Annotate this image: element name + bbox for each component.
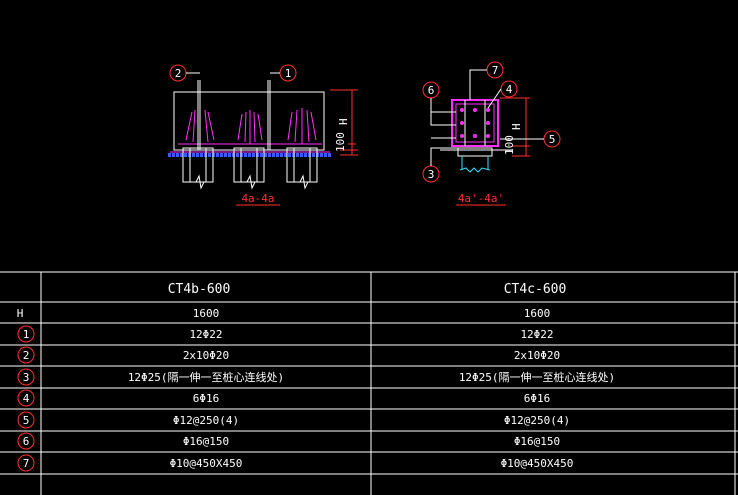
cell-ct4b-1: 12Φ22	[189, 328, 222, 341]
callout-7-right: 7	[469, 61, 504, 100]
row-key-2: 2	[17, 346, 35, 364]
svg-text:7: 7	[492, 64, 499, 77]
callout-4-right: 4	[487, 80, 518, 109]
svg-text:7: 7	[23, 457, 30, 470]
callout-1-left: 1	[270, 64, 297, 82]
cell-ct4c-6: Φ16@150	[514, 435, 560, 448]
column-outline	[451, 99, 499, 147]
svg-text:2: 2	[175, 67, 182, 80]
cell-ct4c-1: 12Φ22	[520, 328, 553, 341]
pile-right	[459, 156, 491, 173]
svg-text:4: 4	[506, 83, 513, 96]
cell-ct4b-h: 1600	[193, 307, 220, 320]
svg-text:1: 1	[23, 328, 30, 341]
cell-ct4b-6: Φ16@150	[183, 435, 229, 448]
rebar-table	[0, 271, 738, 495]
svg-text:4: 4	[23, 392, 30, 405]
svg-text:6: 6	[23, 435, 30, 448]
callout-5-right: 5	[500, 130, 561, 148]
section-4a-prime-drawing: H 100 7 4 6 5 3 4a'-4a'	[422, 61, 561, 206]
rebar-verticals-left	[197, 80, 271, 150]
cell-ct4b-5: Φ12@250(4)	[173, 414, 239, 427]
cell-ct4b-4: 6Φ16	[193, 392, 220, 405]
cell-ct4c-5: Φ12@250(4)	[504, 414, 570, 427]
table-header-ct4c: CT4c-600	[504, 282, 567, 297]
cell-ct4b-7: Φ10@450X450	[170, 457, 243, 470]
cell-ct4c-4: 6Φ16	[524, 392, 551, 405]
callout-6-right: 6	[422, 81, 456, 139]
cell-ct4c-2: 2x10Φ20	[514, 349, 560, 362]
height-label-left: H	[337, 118, 350, 125]
cell-ct4b-3: 12Φ25(隔一伸一至桩心连线处)	[128, 370, 284, 384]
callout-2-left: 2	[169, 64, 200, 82]
svg-text:5: 5	[23, 414, 30, 427]
svg-text:2: 2	[23, 349, 30, 362]
rebar-fans-left	[178, 108, 322, 145]
row-key-7: 7	[17, 454, 35, 472]
section-caption-4a: 4a-4a	[241, 192, 274, 205]
height-label-right: H	[510, 123, 523, 130]
dim-label-right: 100	[503, 135, 516, 155]
svg-text:3: 3	[428, 168, 435, 181]
row-key-3: 3	[17, 368, 35, 386]
svg-text:6: 6	[428, 84, 435, 97]
cell-ct4c-7: Φ10@450X450	[501, 457, 574, 470]
row-key-1: 1	[17, 325, 35, 343]
row-key-h: H	[17, 307, 24, 320]
cell-ct4c-3: 12Φ25(隔一伸一至桩心连线处)	[459, 370, 615, 384]
row-key-5: 5	[17, 411, 35, 429]
cell-ct4c-h: 1600	[524, 307, 551, 320]
section-caption-4a-prime: 4a'-4a'	[458, 192, 504, 205]
height-dimension-right	[500, 97, 530, 157]
pile-cap-outline	[173, 91, 325, 151]
table-header-ct4b: CT4b-600	[168, 282, 231, 297]
cell-ct4b-2: 2x10Φ20	[183, 349, 229, 362]
svg-text:5: 5	[549, 133, 556, 146]
svg-text:3: 3	[23, 371, 30, 384]
row-key-6: 6	[17, 432, 35, 450]
piles-left	[182, 147, 318, 190]
height-dimension-left	[330, 89, 358, 156]
row-key-4: 4	[17, 389, 35, 407]
dim-label-left: 100	[334, 132, 347, 152]
section-4a-drawing: H 100 2 1 4a-4a	[168, 64, 358, 206]
stirrup-outline	[455, 103, 495, 143]
column-inner-ties	[464, 100, 486, 146]
callout-3-right: 3	[422, 147, 458, 183]
base-pad	[457, 147, 493, 157]
svg-text:1: 1	[285, 67, 292, 80]
column-bars	[460, 108, 490, 138]
